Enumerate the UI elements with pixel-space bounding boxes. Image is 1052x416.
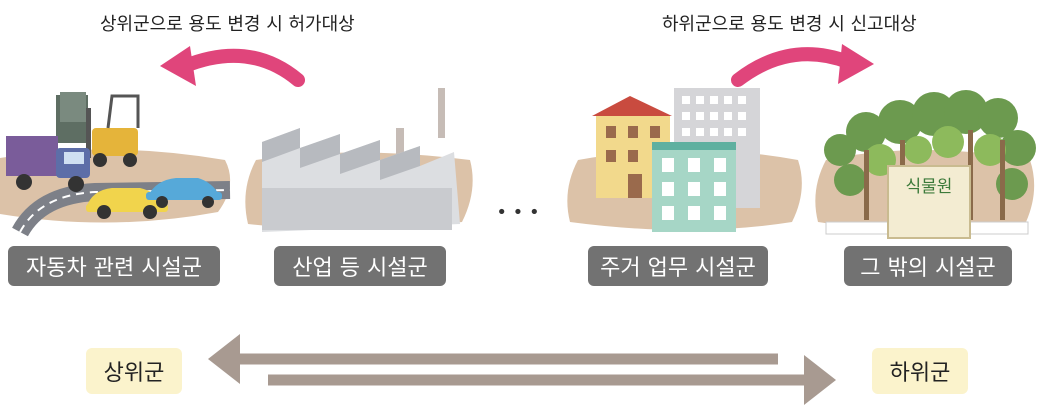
automotive-illustration	[0, 92, 231, 237]
rank-lower: 하위군	[872, 348, 968, 394]
group-label-industrial: 산업 등 시설군	[274, 246, 446, 286]
group-label-other: 그 밖의 시설군	[844, 246, 1012, 286]
caption-upgrade: 상위군으로 용도 변경 시 허가대상	[100, 14, 355, 35]
industrial-illustration	[245, 88, 473, 232]
upward-long-arrow-head	[208, 334, 240, 384]
residential-illustration	[567, 88, 802, 232]
sign-text: 식물원	[906, 177, 953, 197]
ellipsis: • • •	[496, 202, 539, 223]
upgrade-curved-arrow	[178, 48, 305, 87]
downgrade-arrow-head	[838, 44, 874, 84]
caption-downgrade: 하위군으로 용도 변경 시 신고대상	[662, 14, 917, 35]
rank-upper: 상위군	[86, 348, 182, 394]
group-label-automotive: 자동차 관련 시설군	[8, 246, 220, 286]
botanical-garden-illustration: 식물원	[815, 90, 1036, 239]
group-label-residential-office: 주거 업무 시설군	[588, 246, 768, 286]
downgrade-curved-arrow	[731, 47, 855, 87]
downward-long-arrow-head	[804, 355, 836, 405]
upgrade-arrow-head	[160, 46, 196, 86]
